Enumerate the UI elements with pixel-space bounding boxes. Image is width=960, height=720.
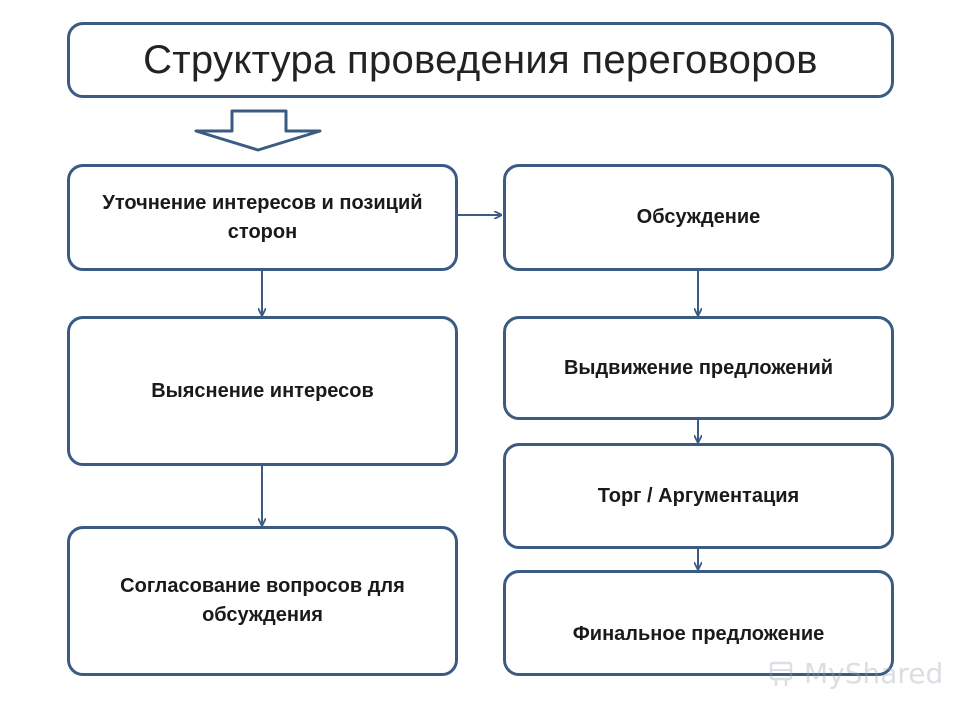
step-bargain: Торг / Аргументация (503, 443, 894, 549)
step-clarify-interests: Уточнение интересов и позиций сторон (67, 164, 458, 271)
step-find-interests: Выяснение интересов (67, 316, 458, 466)
watermark-text: MyShared (804, 656, 944, 690)
step-agree-issues: Согласование вопросов для обсуждения (67, 526, 458, 676)
step-final-offer: Финальное предложение (503, 570, 894, 676)
diagram-title: Структура проведения переговоров (67, 22, 894, 98)
step-discussion: Обсуждение (503, 164, 894, 271)
title-down-arrow (194, 109, 322, 152)
watermark: MyShared (768, 656, 943, 690)
watermark-logo-icon (769, 661, 793, 686)
step-proposals: Выдвижение предложений (503, 316, 894, 420)
